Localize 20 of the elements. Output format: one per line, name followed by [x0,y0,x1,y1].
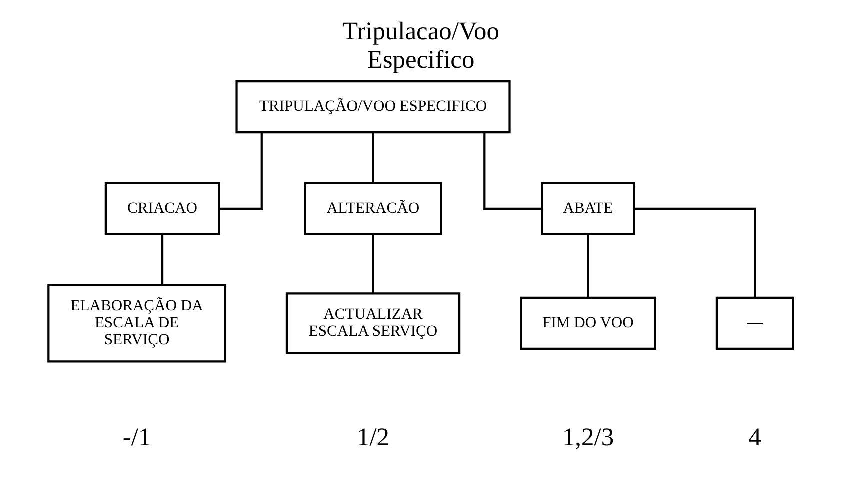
node-box: FIM DO VOO [520,296,656,350]
node-box: ACTUALIZAR ESCALA SERVIÇO [286,292,461,354]
diagram-title: Tripulacao/Voo Especifico [342,16,500,74]
connector [634,208,756,298]
connector [219,132,263,210]
node-label: -/1 [122,422,152,452]
connector [161,234,164,285]
node-box: CRIACAO [104,182,220,236]
node-box: ELABORAÇÃO DA ESCALA DE SERVIÇO [48,284,227,363]
node-box: — [716,296,794,350]
connector [372,132,374,183]
node-label: 1/2 [357,422,390,452]
node-box: TRIPULAÇÃO/VOO ESPECIFICO [236,80,511,134]
node-label: 4 [748,422,762,452]
node-box: ALTERACÃO [304,182,442,236]
connector [587,234,590,298]
connector [484,132,542,210]
node-label: 1,2/3 [562,422,614,452]
connector [372,234,374,294]
node-box: ABATE [541,182,636,236]
